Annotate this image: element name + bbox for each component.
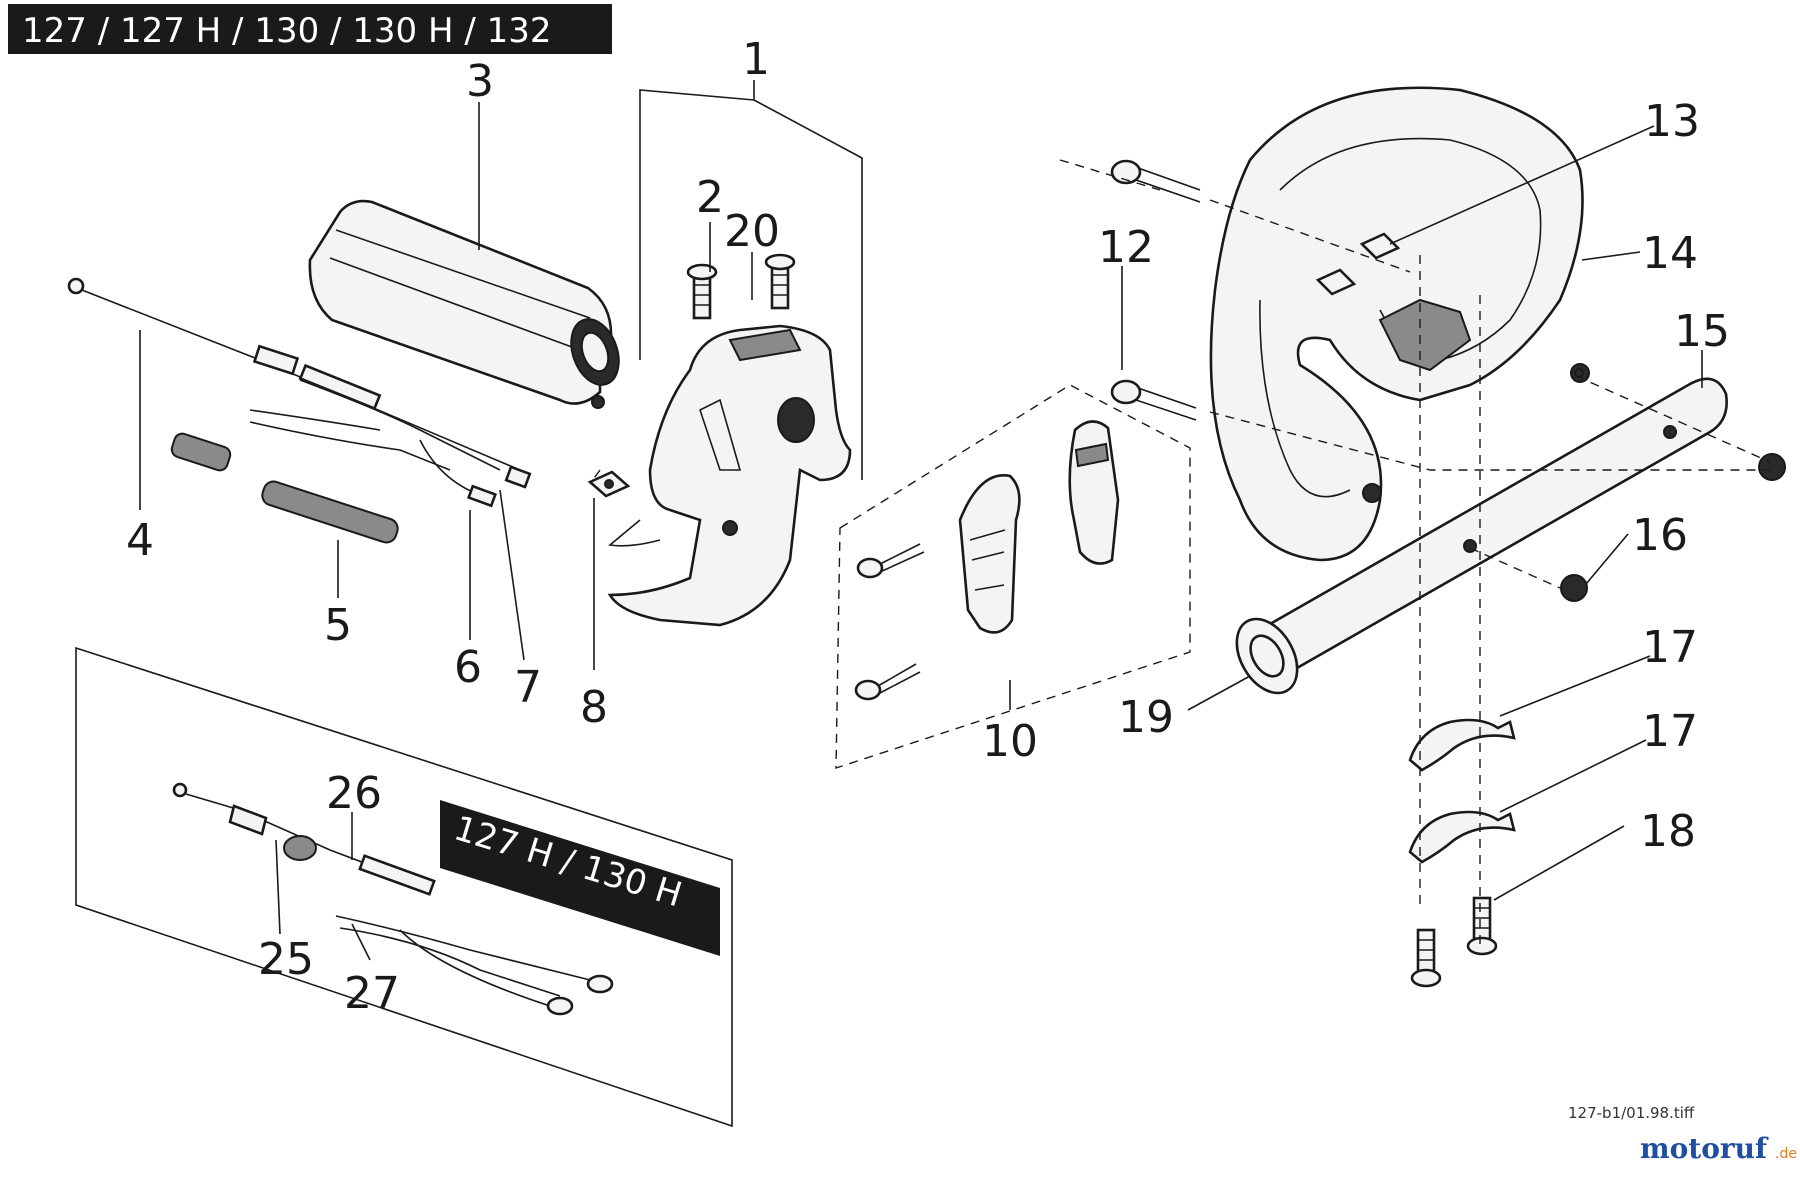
trigger-screw bbox=[856, 543, 925, 579]
callout-16: 16 bbox=[1632, 510, 1688, 561]
callout-14: 14 bbox=[1642, 228, 1698, 279]
hex-nut bbox=[1560, 574, 1588, 602]
model-banner-top: 127 / 127 H / 130 / 130 H / 132 bbox=[8, 4, 612, 54]
callout-25: 25 bbox=[258, 934, 314, 985]
watermark-right: .de bbox=[1775, 1146, 1797, 1162]
callout-17: 17 bbox=[1642, 706, 1698, 757]
leader-lines bbox=[139, 80, 1703, 961]
callout-20: 20 bbox=[724, 206, 780, 257]
throttle-cable bbox=[67, 277, 521, 471]
handle-grip bbox=[308, 199, 620, 409]
hex-nut bbox=[1758, 453, 1786, 481]
model-banner-inset: 127 H / 130 H bbox=[440, 800, 720, 956]
trigger-screw bbox=[854, 663, 921, 701]
housing-screw bbox=[686, 263, 718, 320]
callout-10: 10 bbox=[982, 716, 1038, 767]
handle-screw bbox=[1110, 379, 1197, 421]
housing-screw bbox=[764, 253, 796, 310]
callout-1: 1 bbox=[742, 34, 770, 85]
square-nut bbox=[1359, 232, 1401, 260]
callout-18: 18 bbox=[1640, 806, 1696, 857]
callout-19: 19 bbox=[1118, 692, 1174, 743]
throttle-housing bbox=[607, 324, 852, 627]
callout-numbers: 1 2 3 4 5 6 7 8 10 12 13 14 15 16 17 17 … bbox=[126, 34, 1730, 1019]
callout-5: 5 bbox=[324, 600, 352, 651]
inset-wire-harness bbox=[335, 854, 614, 1016]
callout-4: 4 bbox=[126, 515, 154, 566]
clamp-screw bbox=[1466, 896, 1498, 956]
callout-2: 2 bbox=[696, 172, 724, 223]
callout-7: 7 bbox=[514, 662, 542, 713]
callout-27: 27 bbox=[344, 968, 400, 1019]
handle-shaft bbox=[1235, 377, 1728, 695]
clamp-screw bbox=[1410, 928, 1442, 988]
spring bbox=[170, 432, 399, 544]
callout-26: 26 bbox=[326, 768, 382, 819]
callout-6: 6 bbox=[454, 642, 482, 693]
model-banner-top-text: 127 / 127 H / 130 / 130 H / 132 bbox=[22, 11, 552, 51]
wire-harness bbox=[249, 363, 532, 508]
callout-3: 3 bbox=[466, 56, 494, 107]
throttle-lock bbox=[1068, 420, 1120, 565]
shaft-clamp bbox=[1408, 810, 1516, 864]
callout-17: 17 bbox=[1642, 622, 1698, 673]
handle-screw bbox=[1110, 159, 1201, 203]
handle-clamp bbox=[1378, 298, 1472, 372]
callout-13: 13 bbox=[1644, 96, 1700, 147]
square-nut bbox=[587, 470, 631, 498]
inset-frame bbox=[75, 646, 733, 1128]
file-name: 127-b1/01.98.tiff bbox=[1568, 1104, 1695, 1122]
callout-12: 12 bbox=[1098, 222, 1154, 273]
shaft-clamp bbox=[1408, 718, 1516, 772]
throttle-trigger bbox=[958, 474, 1021, 634]
watermark-logo: motoruf .de bbox=[1640, 1132, 1797, 1165]
square-nut bbox=[1315, 268, 1357, 296]
callout-8: 8 bbox=[580, 682, 608, 733]
callout-15: 15 bbox=[1674, 306, 1730, 357]
trigger-group-frame bbox=[835, 384, 1191, 769]
watermark-left: motoruf bbox=[1640, 1132, 1769, 1165]
